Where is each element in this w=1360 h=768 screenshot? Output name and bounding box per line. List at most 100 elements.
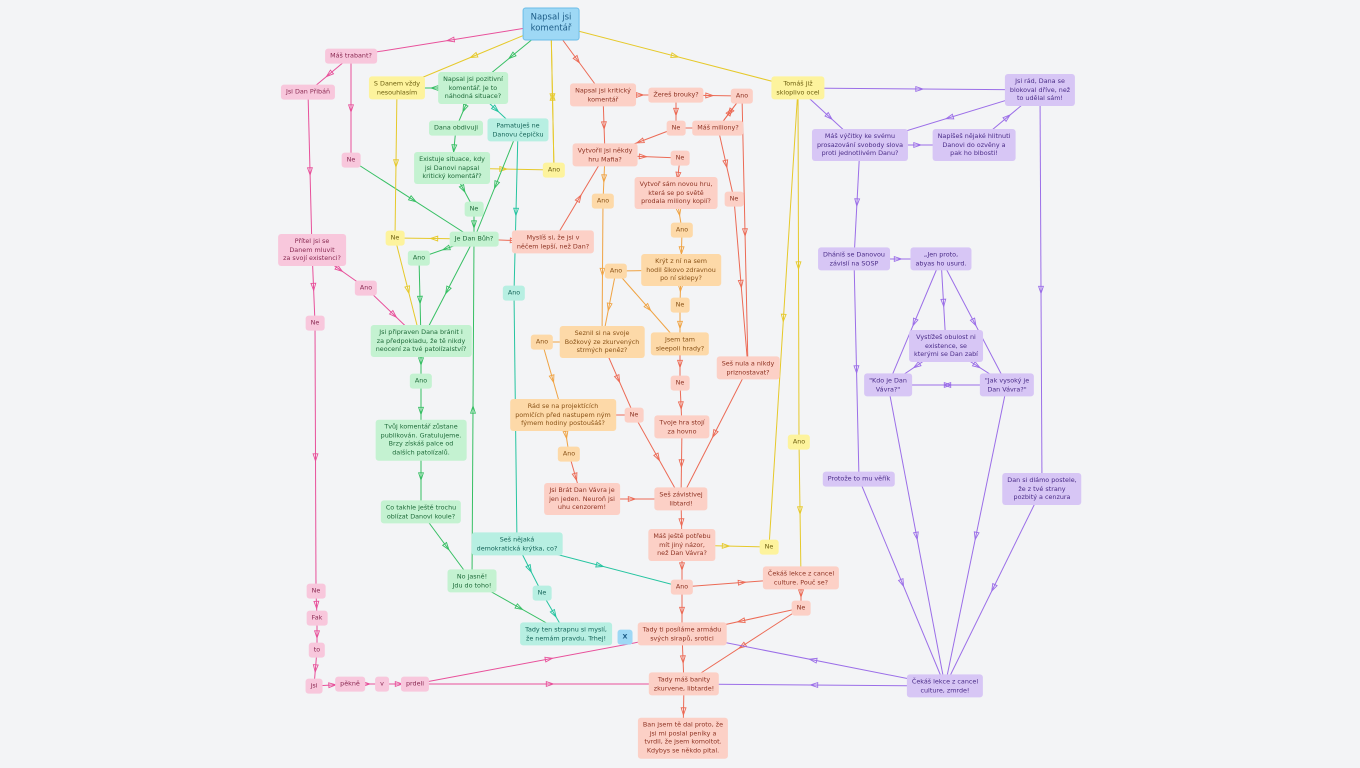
flow-node-p-jsi-dan[interactable]: Jsi Dan Přibáň: [280, 84, 336, 100]
flow-node-b-x[interactable]: X: [617, 629, 633, 645]
connector-arrowhead: [490, 104, 500, 113]
flow-node-t-ne[interactable]: Ne: [532, 585, 552, 601]
flow-node-pu-vystizes[interactable]: Vystížeš obulost ni existence, se kterým…: [909, 330, 983, 362]
flow-node-p-v[interactable]: v: [375, 676, 389, 692]
flow-node-g-obliceje[interactable]: Co takhle ještě trochu oblízat Danovi ko…: [380, 500, 462, 524]
flow-node-o-rad[interactable]: Rád se na projektících pomlčích před nas…: [510, 399, 616, 431]
flow-node-s-tady[interactable]: Tady ti posíláme armádu svých sirapů, sr…: [637, 622, 727, 646]
flow-node-y-ano1[interactable]: Ano: [542, 162, 566, 178]
flow-node-s-hra[interactable]: Tvoje hra stojí za hovno: [654, 415, 710, 439]
flow-node-g-obdivuji[interactable]: Dana obdivuji: [428, 120, 484, 136]
flow-node-s-cekat[interactable]: Čekáš lekce z cancel culture. Pouč se?: [762, 566, 840, 590]
flow-node-pu-jak[interactable]: "Jak vysoký je Dan Vávra?": [979, 373, 1035, 397]
flow-node-s-ne5[interactable]: Ne: [624, 407, 644, 423]
flow-node-s-ne4[interactable]: Ne: [670, 375, 690, 391]
flow-node-s-ne3[interactable]: Ne: [724, 191, 744, 207]
flow-node-y-ne2[interactable]: Ne: [759, 539, 779, 555]
connector-arrowhead: [599, 267, 606, 277]
flow-node-p-ne3[interactable]: Ne: [306, 583, 326, 599]
flow-node-s-jsibrat[interactable]: Jsi Brát Dan Vávra je jen jeden. Neuroň …: [544, 483, 620, 515]
connector-arrowhead: [712, 428, 719, 439]
flow-node-pu-napises[interactable]: Napíšeš nějaké hlitnuti Danovi do ozvěny…: [932, 129, 1016, 161]
flow-node-g-buh[interactable]: Je Dan Bůh?: [449, 231, 499, 247]
connector-arrowhead: [388, 309, 398, 319]
flow-node-s-brouky[interactable]: Žereš brouky?: [648, 87, 704, 103]
flow-node-s-kriticky[interactable]: Napsal jsi kritický komentář: [570, 83, 636, 107]
flow-node-s-mas[interactable]: Máš ještě potřebu mít jiný názor, než Da…: [648, 529, 716, 561]
flow-node-s-ne1[interactable]: Ne: [666, 120, 686, 136]
flow-node-p-to[interactable]: to: [308, 642, 326, 658]
flow-node-y-tomas[interactable]: Tomáš již skloplivo ocel: [771, 76, 825, 100]
flow-node-s-setnula[interactable]: Seš nula a nikdy priznostavat?: [716, 356, 780, 380]
flow-node-p-ne1[interactable]: Ne: [341, 152, 361, 168]
connector-arrowhead: [676, 359, 684, 369]
flow-node-o-ano2[interactable]: Ano: [670, 222, 694, 238]
flow-node-t-pamatujes[interactable]: Pamatuješ ne Danovu čepičku: [487, 118, 549, 142]
connector-arrowhead: [795, 261, 802, 271]
connector-y-ano1-to-root: [550, 23, 555, 171]
flow-node-g-ano1[interactable]: Ano: [407, 250, 431, 266]
flow-node-s-tadymas[interactable]: Tady máš banity zkurvene, libtarde!: [648, 672, 720, 696]
flow-node-p-jsi[interactable]: jsi: [305, 678, 323, 694]
flow-node-s-ano[interactable]: Ano: [730, 88, 754, 104]
flow-node-pu-proto[interactable]: Protože to mu věřík: [822, 471, 896, 487]
flow-node-p-trabant[interactable]: Máš trabant?: [325, 48, 377, 64]
connector-arrowhead: [407, 194, 418, 203]
connector-arrowhead: [635, 91, 645, 99]
flow-node-s-ne6[interactable]: Ne: [791, 600, 811, 616]
connector-arrowhead: [1002, 114, 1012, 123]
flow-node-g-jdu[interactable]: No jasně! Jdu do toho!: [447, 569, 497, 593]
flow-node-pu-kdo[interactable]: "Kdo je Dan Vávra?": [864, 373, 912, 397]
flow-node-p-pritel[interactable]: Přítel jsi se Danem mluvit za svojí exis…: [278, 234, 346, 266]
flow-node-p-ne2[interactable]: Ne: [305, 315, 325, 331]
flow-node-g-ne[interactable]: Ne: [464, 201, 484, 217]
connector-arrowhead: [736, 617, 746, 624]
flow-node-o-jsem[interactable]: Jsem tam sleepoli hrady?: [650, 332, 710, 356]
flow-node-s-vytvor[interactable]: Vytvoř sám novou hru, která se po světě …: [634, 177, 718, 209]
connector-y-souhlasim-to-y-ne: [394, 87, 398, 239]
flow-node-pu-mas[interactable]: Máš výčitky ke svému prosazování svobody…: [811, 129, 909, 161]
flow-node-y-ano2[interactable]: Ano: [787, 434, 811, 450]
flow-node-s-banjsem[interactable]: Ban jsem tě dal proto, že jsi mi poslal …: [637, 717, 729, 759]
flow-node-s-setzavistivy[interactable]: Seš závistivej libtard!: [654, 487, 708, 511]
flow-node-pu-jen[interactable]: „Jen proto, abyas ho usurd.: [910, 247, 972, 271]
flow-node-pu-dhanis[interactable]: Dhániš se Danovou závislí na SOSP: [818, 247, 890, 271]
flow-node-g-pripraven[interactable]: Jsi připraven Dana bránit i za předpokla…: [370, 325, 472, 357]
flow-node-o-ano1[interactable]: Ano: [591, 193, 615, 209]
flow-node-g-pozitivni[interactable]: Napsal jsi pozitivní komentář. Je to náh…: [438, 72, 508, 104]
flow-node-p-fak[interactable]: Fak: [306, 610, 328, 626]
connector-arrowhead: [600, 121, 607, 131]
flow-node-s-mysli[interactable]: Myslíš si, že jsi v něčem lepší, než Dan…: [511, 230, 595, 254]
flow-node-root[interactable]: Napsal jsi komentář: [522, 7, 580, 41]
flow-node-g-zustane[interactable]: Tvůj komentář zůstane publikován. Gratul…: [375, 419, 467, 461]
flow-node-g-existuje[interactable]: Existuje situace, kdy jsi Danovi napsal …: [414, 152, 490, 184]
flow-node-pu-dan[interactable]: Dan si dlámo postele, že z tvé strany po…: [1002, 473, 1082, 505]
connector-arrowhead: [468, 51, 479, 59]
connector-arrowhead: [635, 137, 645, 144]
flow-node-o-ano3[interactable]: Ano: [604, 263, 628, 279]
flow-node-s-ne2[interactable]: Ne: [670, 150, 690, 166]
flow-node-p-prdeli[interactable]: prdeli: [400, 676, 430, 692]
flow-node-p-ano1[interactable]: Ano: [354, 280, 378, 296]
flow-node-pu-jsi[interactable]: Jsi rád, Dana se blokoval dříve, než to …: [1004, 74, 1076, 106]
flow-node-o-ne1[interactable]: Ne: [670, 297, 690, 313]
connector-arrowhead: [705, 92, 715, 99]
flow-node-s-miliony[interactable]: Máš miliony?: [692, 120, 744, 136]
flow-node-o-ano5[interactable]: Ano: [557, 446, 581, 462]
flow-node-pu-cekat[interactable]: Čekáš lekce z cancel culture, zmrde!: [906, 674, 984, 698]
flow-node-o-ano4[interactable]: Ano: [530, 334, 554, 350]
connector-arrowhead: [574, 193, 582, 204]
flow-node-p-pekne[interactable]: pěkně: [335, 676, 365, 692]
flow-node-g-ano2[interactable]: Ano: [409, 373, 433, 389]
flow-node-o-krytz[interactable]: Krýt z ní na sem hodil šikovo zdravnou p…: [641, 254, 721, 286]
flow-node-y-ne[interactable]: Ne: [385, 230, 405, 246]
connector-arrowhead: [544, 656, 554, 663]
connector-arrowhead: [653, 452, 661, 462]
flow-node-t-ano[interactable]: Ano: [502, 285, 526, 301]
flow-node-o-seznil[interactable]: Seznil si na svoje Božkový ze zkurvených…: [559, 326, 645, 358]
flow-node-s-ano2[interactable]: Ano: [670, 579, 694, 595]
flow-node-t-nejaka[interactable]: Seš nějaká demokratická krýtka, co?: [471, 532, 563, 556]
flow-node-s-vytvoril[interactable]: Vytvořil jsi někdy hru Mafia?: [572, 143, 638, 167]
flow-node-t-strapnu[interactable]: Tady ten strapnu si myslí, že nemám prav…: [520, 622, 612, 646]
flow-node-y-souhlasim[interactable]: S Danem vždy nesouhlasím: [368, 76, 426, 100]
